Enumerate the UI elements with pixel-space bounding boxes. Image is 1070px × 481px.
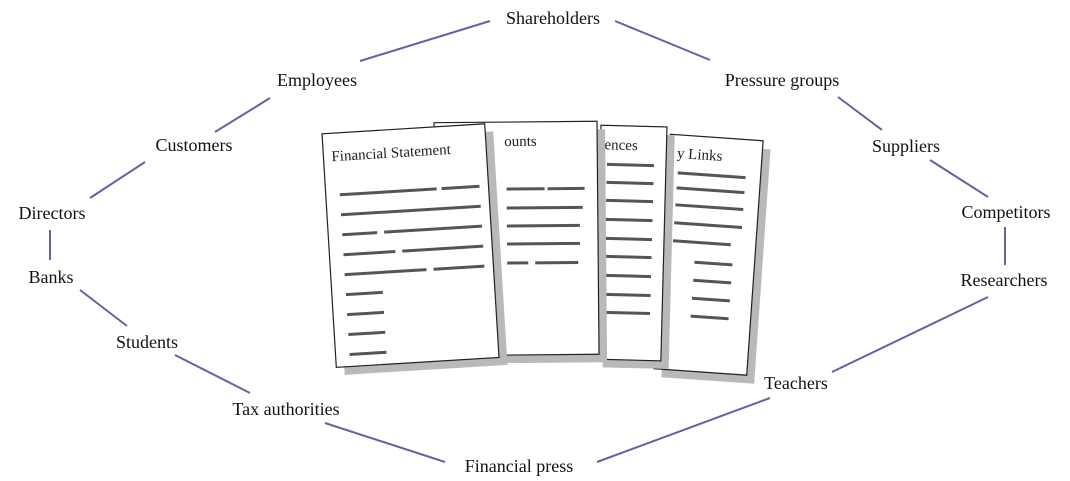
connector-shareholders-pressure-groups — [614, 20, 711, 61]
document-text-line — [677, 171, 746, 180]
connector-researchers-teachers — [831, 296, 989, 373]
document-links: y Links — [653, 133, 771, 384]
document-stack: y Links ences — [321, 120, 771, 384]
document-title: ounts — [504, 134, 537, 150]
document-text-line — [604, 273, 652, 279]
document-text-line — [605, 198, 654, 204]
label-directors: Directors — [19, 203, 86, 223]
label-suppliers: Suppliers — [872, 136, 940, 156]
document-text-line — [340, 204, 481, 217]
document-text-line — [691, 296, 730, 303]
connector-tax-authorities-students — [174, 354, 251, 394]
label-customers: Customers — [155, 135, 232, 155]
document-text-line — [342, 231, 378, 237]
document-title: y Links — [676, 146, 723, 165]
stakeholder-labels: Shareholders Pressure groups Suppliers C… — [19, 8, 1051, 476]
document-text-line — [676, 186, 745, 195]
label-financial-press: Financial press — [465, 456, 573, 476]
document-text-line — [603, 310, 651, 316]
label-competitors: Competitors — [962, 202, 1051, 222]
document-text-line — [347, 310, 385, 317]
label-employees: Employees — [277, 70, 357, 90]
document-title: ences — [604, 137, 638, 154]
document-text-lines — [506, 186, 585, 265]
label-pressure-groups: Pressure groups — [725, 70, 840, 90]
document-text-line — [433, 264, 485, 271]
document-text-lines — [339, 184, 485, 357]
label-teachers: Teachers — [764, 373, 828, 393]
connector-financial-press-tax-authorities — [324, 422, 446, 463]
connector-directors-customers — [89, 161, 146, 199]
document-text-line — [506, 205, 583, 210]
document-text-line — [603, 292, 651, 298]
document-text-line — [674, 221, 743, 230]
connector-suppliers-competitors — [929, 159, 989, 198]
connector-students-banks — [79, 289, 128, 327]
document-text-line — [339, 187, 437, 197]
document-text-line — [606, 162, 654, 168]
document-text-line — [348, 330, 386, 337]
document-references: ences — [594, 124, 675, 370]
document-text-line — [604, 236, 653, 242]
connector-teachers-financial-press — [596, 397, 771, 463]
document-text-line — [345, 290, 383, 297]
connector-customers-employees — [214, 97, 271, 133]
document-text-lines — [603, 162, 654, 316]
document-financial-statement: Financial Statement — [321, 123, 508, 375]
document-page — [321, 123, 500, 368]
document-text-line — [344, 268, 427, 277]
document-text-line — [694, 260, 733, 267]
document-text-line — [402, 244, 484, 253]
document-text-line — [693, 278, 732, 285]
label-researchers: Researchers — [961, 270, 1048, 290]
document-text-lines — [672, 171, 746, 321]
document-text-line — [384, 224, 483, 234]
document-text-line — [690, 314, 729, 321]
document-title: Financial Statement — [331, 142, 452, 165]
label-tax-authorities: Tax authorities — [232, 399, 339, 419]
document-text-line — [441, 184, 480, 191]
document-text-line — [675, 203, 744, 212]
document-text-line — [507, 241, 581, 246]
connectors — [49, 20, 1006, 463]
document-text-line — [606, 180, 654, 186]
label-shareholders: Shareholders — [506, 8, 600, 28]
document-text-line — [605, 217, 653, 223]
connector-pressure-groups-suppliers — [837, 96, 883, 131]
document-text-line — [506, 223, 580, 228]
connector-employees-shareholders — [359, 20, 491, 62]
document-text-line — [604, 254, 652, 260]
label-banks: Banks — [29, 267, 74, 287]
document-text-line — [343, 250, 396, 257]
document-text-line — [349, 350, 387, 357]
document-text-line — [672, 239, 731, 247]
label-students: Students — [116, 332, 178, 352]
